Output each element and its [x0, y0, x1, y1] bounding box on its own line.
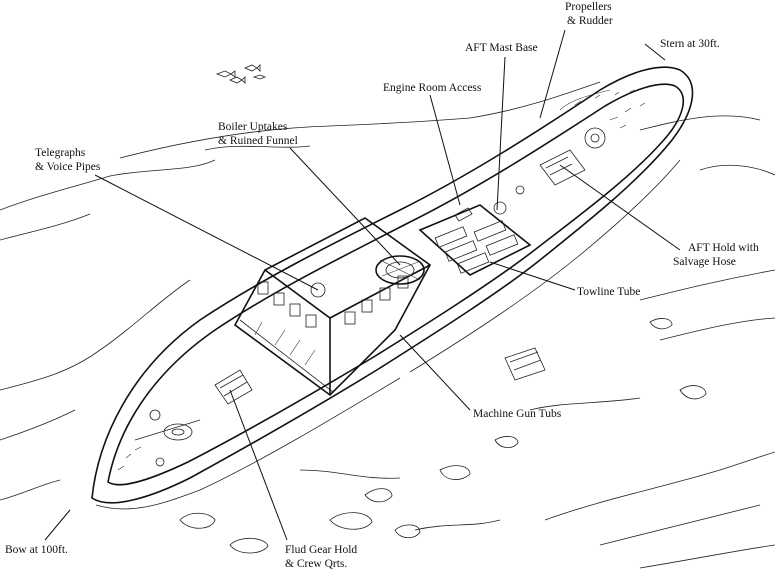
label-propellers-line1: Propellers — [565, 1, 612, 13]
fish-school — [215, 64, 267, 84]
seabed-rocks — [179, 318, 707, 554]
label-stern: Stern at 30ft. — [660, 38, 720, 50]
foredeck — [117, 369, 253, 471]
label-telegraphs-line2: & Voice Pipes — [35, 161, 101, 173]
label-bow: Bow at 100ft. — [5, 544, 68, 556]
debris — [504, 347, 546, 381]
ruined-funnel — [310, 255, 425, 298]
label-machine-gun: Machine Gun Tubs — [473, 408, 562, 420]
aft-deck — [493, 89, 646, 215]
label-aft-hold-line2: Salvage Hose — [673, 256, 736, 268]
ship-hull — [91, 66, 694, 510]
label-towline: Towline Tube — [577, 286, 640, 298]
deckhouse — [233, 217, 432, 397]
seabed-terrain — [0, 81, 775, 569]
label-fluid-gear-line1: Flud Gear Hold — [285, 544, 357, 556]
label-telegraphs-line1: Telegraphs — [35, 147, 86, 159]
label-propellers-line2: & Rudder — [567, 15, 613, 27]
label-aft-hold-line1: AFT Hold with — [688, 242, 759, 254]
label-boiler-line1: Boiler Uptakes — [218, 121, 288, 133]
label-boiler-line2: & Ruined Funnel — [218, 135, 298, 147]
label-engine-room: Engine Room Access — [383, 82, 482, 94]
label-fluid-gear-line2: & Crew Qrts. — [285, 558, 347, 570]
leader-lines — [44, 29, 681, 541]
label-aft-mast: AFT Mast Base — [465, 42, 538, 54]
engine-room-hatches — [418, 204, 532, 276]
diagram-labels: Propellers & Rudder AFT Mast Base Stern … — [5, 1, 759, 570]
